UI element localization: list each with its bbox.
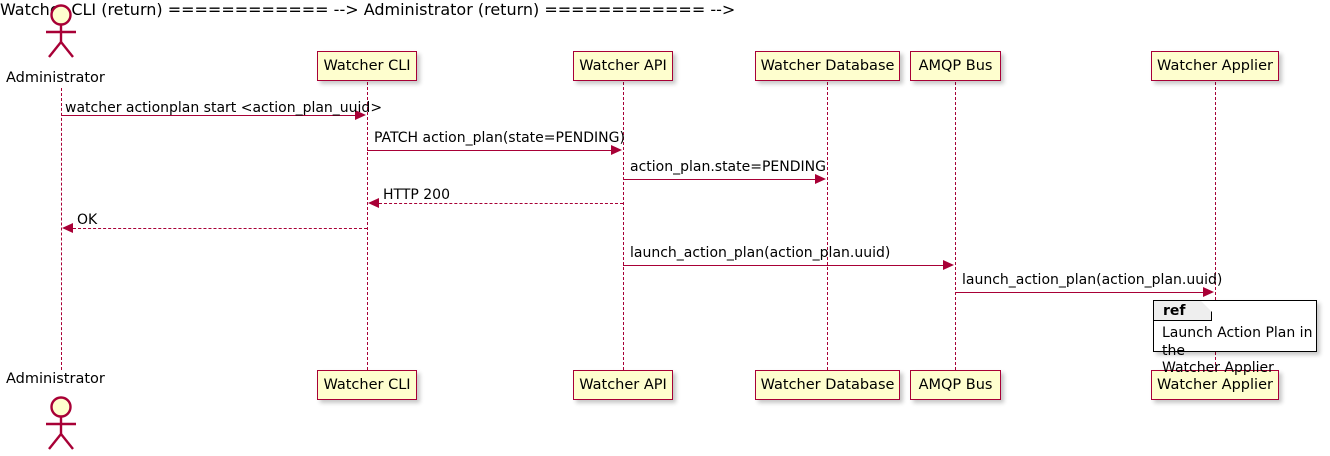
arrow-head-ok	[62, 223, 73, 233]
message-label-launch-action-plan-bus-to-applier: launch_action_plan(action_plan.uuid)	[962, 272, 1223, 288]
lifeline-watcher-applier	[1215, 82, 1216, 370]
participant-amqp-bus-bottom[interactable]: AMQP Bus	[910, 370, 1001, 400]
ref-fragment-body: Launch Action Plan in the Watcher Applie…	[1162, 325, 1313, 376]
participant-watcher-cli-top[interactable]: Watcher CLI	[317, 51, 417, 81]
message-label-http-200: HTTP 200	[383, 187, 450, 203]
ref-fragment-tab: ref	[1154, 301, 1212, 321]
participant-watcher-cli-bottom[interactable]: Watcher CLI	[317, 370, 417, 400]
participant-watcher-database-bottom[interactable]: Watcher Database	[755, 370, 900, 400]
message-line-ok	[73, 228, 367, 229]
lifeline-watcher-api	[623, 82, 624, 370]
ref-fragment-launch-action-plan: ref Launch Action Plan in the Watcher Ap…	[1153, 300, 1317, 376]
message-line-launch-action-plan-api-to-bus	[623, 265, 944, 266]
actor-label-administrator-bottom: Administrator	[6, 371, 105, 387]
actor-administrator-top	[38, 4, 84, 58]
message-label-launch-action-plan-api-to-bus: launch_action_plan(action_plan.uuid)	[630, 245, 891, 261]
participant-watcher-api-top[interactable]: Watcher API	[573, 51, 673, 81]
arrow-head-watcher-actionplan-start	[355, 110, 366, 120]
participant-watcher-api-bottom[interactable]: Watcher API	[573, 370, 673, 400]
message-label-ok: OK	[77, 212, 98, 228]
actor-administrator-bottom	[38, 396, 84, 450]
participant-watcher-applier-top[interactable]: Watcher Applier	[1151, 51, 1279, 81]
message-line-watcher-actionplan-start	[61, 115, 356, 116]
message-line-patch-action-plan	[367, 150, 612, 151]
lifeline-watcher-cli	[367, 82, 368, 370]
lifeline-watcher-database	[827, 82, 828, 370]
participant-watcher-database-top[interactable]: Watcher Database	[755, 51, 900, 81]
arrow-head-patch-action-plan	[611, 145, 622, 155]
lifeline-administrator	[61, 88, 62, 370]
message-line-http-200	[379, 203, 623, 204]
message-label-watcher-actionplan-start: watcher actionplan start <action_plan_uu…	[65, 100, 383, 116]
message-line-action-plan-state-pending	[623, 179, 816, 180]
arrow-head-launch-action-plan-api-to-bus	[943, 260, 954, 270]
arrow-head-http-200	[368, 198, 379, 208]
lifeline-amqp-bus	[955, 82, 956, 370]
message-line-launch-action-plan-bus-to-applier	[955, 292, 1204, 293]
arrow-head-action-plan-state-pending	[815, 174, 826, 184]
message-label-action-plan-state-pending: action_plan.state=PENDING	[630, 159, 826, 175]
message-label-patch-action-plan: PATCH action_plan(state=PENDING)	[374, 130, 625, 146]
participant-amqp-bus-top[interactable]: AMQP Bus	[910, 51, 1001, 81]
participant-watcher-applier-bottom[interactable]: Watcher Applier	[1151, 370, 1279, 400]
actor-label-administrator-top: Administrator	[6, 70, 105, 86]
arrow-head-launch-action-plan-bus-to-applier	[1203, 287, 1214, 297]
